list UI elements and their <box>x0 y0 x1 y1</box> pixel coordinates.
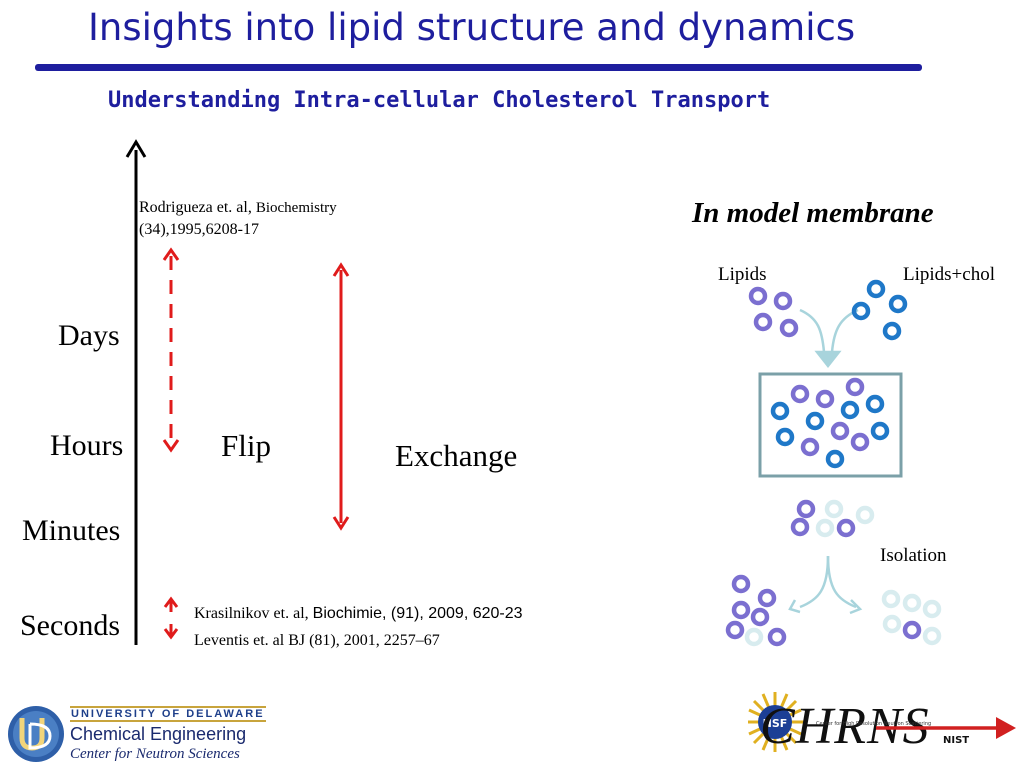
released-lipids <box>790 499 875 538</box>
exchange-label: Exchange <box>395 438 518 473</box>
flip-label: Flip <box>221 428 271 463</box>
page-title: Insights into lipid structure and dynami… <box>88 6 856 49</box>
timescale-label-seconds: Seconds <box>20 609 120 642</box>
isolated-lipids-left <box>725 574 787 647</box>
reference-bottom-2: Leventis et. al BJ (81), 2001, 2257–67 <box>194 632 440 649</box>
nsf-sunburst-icon: NSF <box>748 692 805 752</box>
page-subtitle: Understanding Intra-cellular Cholesterol… <box>108 88 771 113</box>
nsf-text: NSF <box>763 717 788 730</box>
reference-top: Rodrigueza et. al, Biochemistry (34),199… <box>139 197 337 240</box>
timescale-label-minutes: Minutes <box>22 514 121 547</box>
chrns-logo: NSF CHRNS Center for High Resolution Neu… <box>748 692 1016 755</box>
lipids-chol-label: Lipids+chol <box>903 264 995 285</box>
merge-arrow <box>799 308 859 369</box>
chrns-tagline: Center for High Resolution Neutron Scatt… <box>816 721 931 727</box>
red-arrow-icon <box>996 717 1016 739</box>
reference-top-authors: Rodrigueza et. al, <box>139 199 252 216</box>
lipids-label: Lipids <box>718 264 767 285</box>
lipids-group <box>748 286 799 338</box>
nist-text: NIST <box>943 735 969 746</box>
split-arrow <box>788 555 863 615</box>
flip-arrow <box>162 247 180 453</box>
isolated-lipids-right <box>881 589 942 646</box>
department-name: Chemical Engineering <box>70 724 247 744</box>
university-of-delaware-seal <box>8 706 64 762</box>
reference-bottom-1: Krasilnikov et. al, Biochimie, (91), 200… <box>194 603 523 624</box>
center-name: Center for Neutron Sciences <box>70 746 240 762</box>
time-axis <box>125 139 147 645</box>
vesicle-box <box>758 372 903 478</box>
vesicle-contents <box>770 377 890 469</box>
timescale-label-days: Days <box>58 319 120 352</box>
reference-top-journal: Biochemistry <box>255 200 337 216</box>
seconds-arrows <box>163 596 179 640</box>
reference-bottom-1-details: Biochimie, (91), 2009, 620-23 <box>312 605 523 622</box>
exchange-arrow <box>332 262 350 531</box>
reference-bottom-1-authors: Krasilnikov et. al, <box>194 605 309 622</box>
isolation-label: Isolation <box>880 545 947 566</box>
university-name: UNIVERSITY OF DELAWARE <box>70 706 266 722</box>
timescale-label-hours: Hours <box>50 429 124 462</box>
title-divider <box>35 64 922 71</box>
membrane-title: In model membrane <box>692 197 934 229</box>
lipids-chol-group <box>851 279 908 341</box>
reference-top-details: (34),1995,6208-17 <box>139 221 259 238</box>
